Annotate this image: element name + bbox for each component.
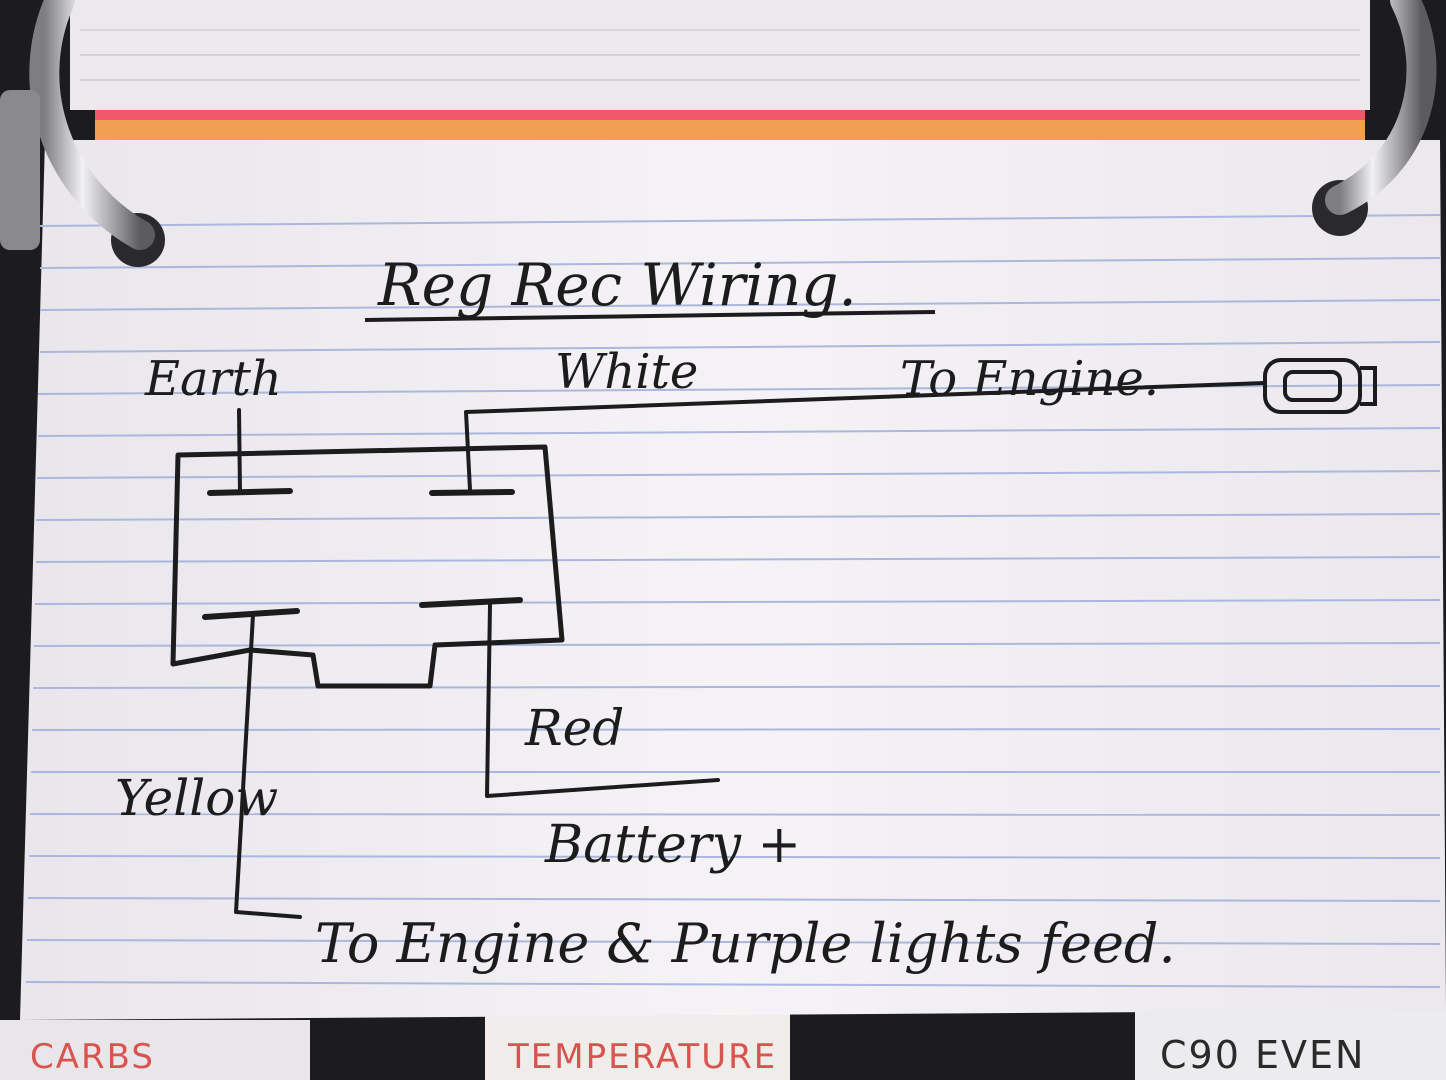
label-white: White <box>555 344 698 400</box>
wire-white <box>464 381 1267 492</box>
red-card-edge <box>95 110 1365 120</box>
tab-carbs-label: CARBS <box>30 1037 155 1077</box>
diagram-title: Reg Rec Wiring. <box>377 251 857 319</box>
wire-earth <box>237 408 242 494</box>
engine-connector-icon <box>1263 358 1377 414</box>
tab-c90-label: C90 EVEN <box>1160 1033 1365 1077</box>
label-bottom-feed: To Engine & Purple lights feed. <box>315 912 1176 975</box>
terminal-white <box>429 489 515 496</box>
title-underline <box>364 310 936 322</box>
regulator-rectifier-box <box>170 444 565 689</box>
main-card <box>20 140 1446 1020</box>
tab-temperature <box>485 1005 790 1080</box>
label-to-engine-top: To Engine. <box>900 351 1159 407</box>
terminal-earth <box>207 488 293 496</box>
label-red: Red <box>524 699 624 757</box>
wire-red <box>485 603 720 798</box>
orange-card-edge <box>95 120 1365 142</box>
tab-c90 <box>1135 1005 1446 1080</box>
card-body <box>20 140 1446 1020</box>
label-yellow: Yellow <box>115 769 278 827</box>
bottom-tabs: CARBS TEMPERATURE C90 EVEN <box>0 1005 1446 1080</box>
wire-yellow <box>234 613 302 919</box>
ring-clamp <box>0 90 40 250</box>
binder-rings <box>0 0 1437 250</box>
terminal-yellow <box>202 608 300 620</box>
label-battery: Battery + <box>544 815 801 875</box>
ring-right <box>1325 0 1437 215</box>
card-stack-back <box>70 0 1370 142</box>
terminal-red <box>419 597 523 608</box>
tab-carbs <box>0 1020 310 1080</box>
tab-temperature-label: TEMPERATURE <box>507 1037 777 1077</box>
wires <box>234 381 1267 919</box>
terminals <box>202 488 523 620</box>
label-earth: Earth <box>144 351 282 407</box>
ring-left <box>29 0 155 250</box>
